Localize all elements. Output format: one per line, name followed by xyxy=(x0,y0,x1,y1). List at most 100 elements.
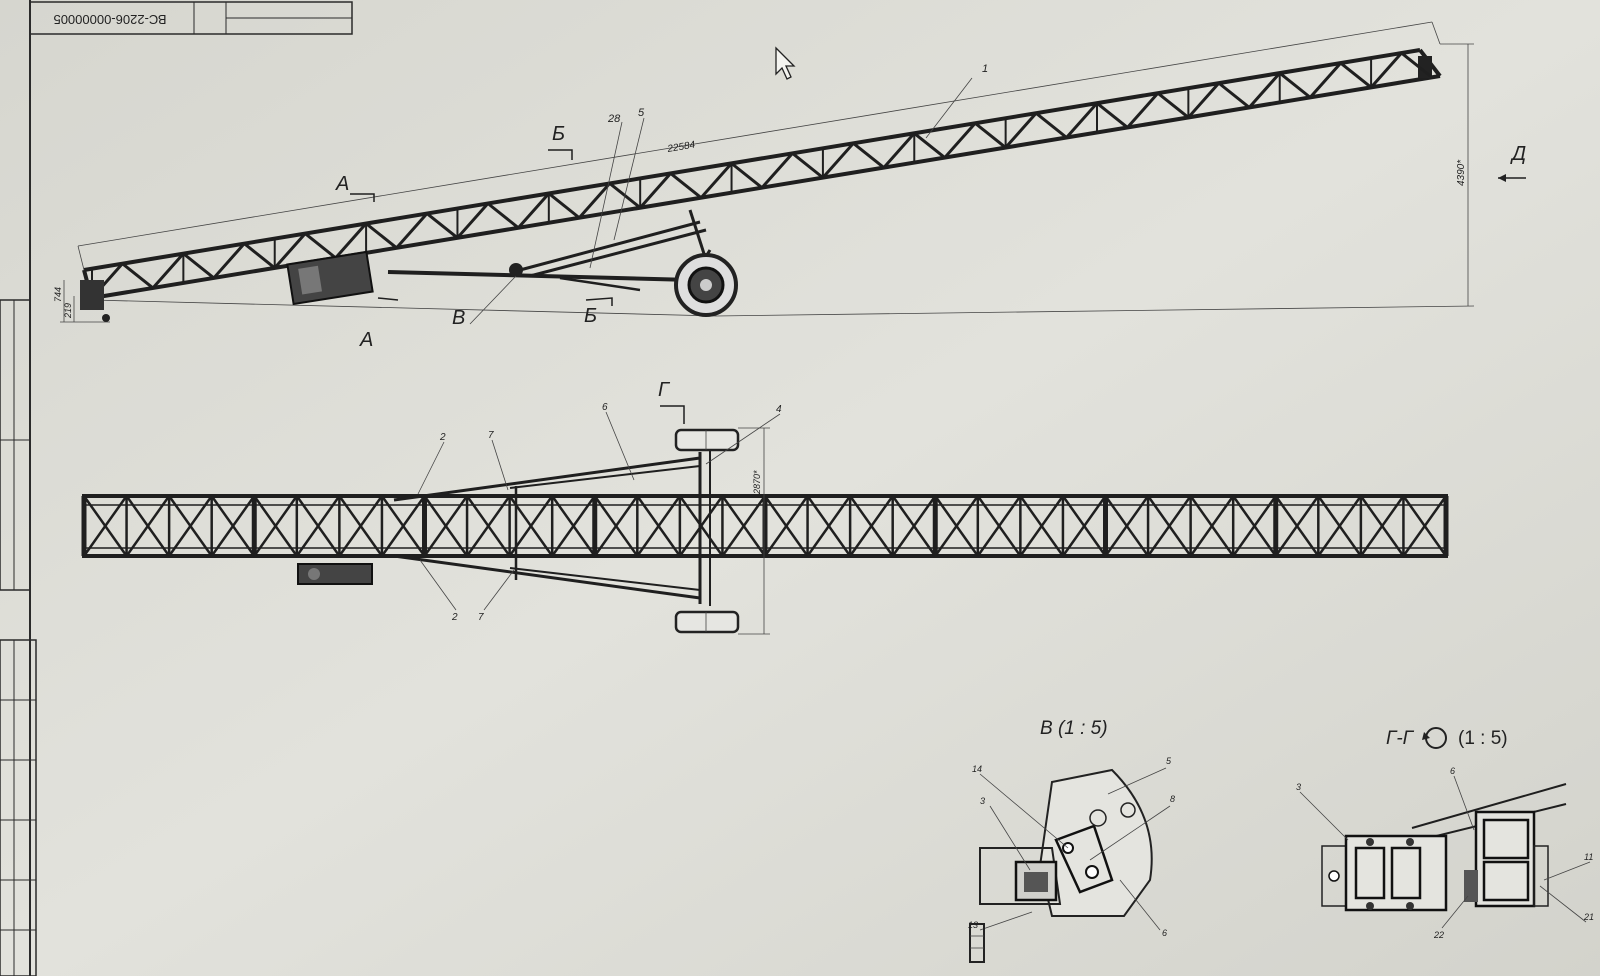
section-g-label: Г xyxy=(658,379,671,401)
side-truss xyxy=(82,48,1442,301)
dim-height: 4390* xyxy=(1456,159,1467,186)
truss-diagonal xyxy=(1248,72,1281,109)
plan-truss-brace xyxy=(593,495,639,557)
plan-callout-6: 6 xyxy=(602,402,608,413)
rotation-symbol-icon xyxy=(1422,727,1447,749)
truss-diagonal xyxy=(1187,82,1220,119)
section-g-callout-22: 22 xyxy=(1433,930,1444,940)
truss-diagonal xyxy=(699,162,733,199)
section-b-top-label: Б xyxy=(552,123,565,145)
plan-callout-2-top: 2 xyxy=(439,432,446,443)
truss-diagonal xyxy=(913,132,946,159)
truss-diagonal xyxy=(1004,112,1038,149)
plan-truss-brace xyxy=(466,495,511,557)
truss-diagonal xyxy=(365,222,398,250)
detail-v-callout-6: 6 xyxy=(1162,928,1167,938)
truss-diagonal xyxy=(760,152,794,189)
detail-v-callout-13: 13 xyxy=(968,920,978,930)
section-g-callout-11: 11 xyxy=(1584,852,1593,862)
truss-diagonal xyxy=(852,142,885,169)
plan-truss-brace xyxy=(1019,495,1064,557)
view-d-label: Д xyxy=(1510,143,1526,165)
plan-truss-brace xyxy=(1147,495,1192,557)
plan-truss-brace xyxy=(763,495,809,557)
truss-diagonal xyxy=(1217,81,1251,109)
plan-truss-brace xyxy=(168,495,213,557)
truss-diagonal xyxy=(1339,61,1373,89)
plan-truss-brace xyxy=(210,495,256,557)
detail-v-callout-5: 5 xyxy=(1166,756,1172,766)
section-a-bottom-label: А xyxy=(359,329,373,351)
truss-diagonal xyxy=(639,172,672,209)
sheet-frame xyxy=(0,0,353,976)
truss-diagonal xyxy=(151,252,185,289)
cursor-arrow-icon xyxy=(775,46,796,80)
truss-diagonal xyxy=(943,122,977,159)
section-g-callout-6: 6 xyxy=(1450,766,1455,776)
truss-diagonal xyxy=(821,142,855,179)
dim-small-2: 219 xyxy=(63,303,73,319)
truss-diagonal xyxy=(304,232,337,260)
plan-truss-brace xyxy=(338,495,383,557)
callout-1: 1 xyxy=(982,63,988,75)
truss-diagonal xyxy=(182,252,215,280)
truss-diagonal xyxy=(730,162,763,189)
dim-small-1: 744 xyxy=(53,287,63,302)
truss-diagonal xyxy=(578,182,611,219)
plan-truss-brace xyxy=(295,495,341,557)
truss-diagonal xyxy=(1400,51,1433,79)
section-g-callout-21: 21 xyxy=(1583,912,1594,922)
truss-diagonal xyxy=(1065,102,1099,139)
callout-28: 28 xyxy=(607,113,621,125)
plan-truss-brace xyxy=(1317,495,1362,557)
truss-diagonal xyxy=(791,152,824,179)
truss-diagonal xyxy=(1126,92,1160,129)
plan-truss-brace xyxy=(551,495,596,557)
section-b-bottom-label: Б xyxy=(584,305,597,327)
detail-v-title: В (1 : 5) xyxy=(1040,718,1108,739)
truss-diagonal xyxy=(212,242,246,279)
section-g-view xyxy=(1299,775,1591,929)
truss-diagonal xyxy=(456,202,490,239)
truss-diagonal xyxy=(334,222,368,259)
plan-truss-brace xyxy=(934,495,979,557)
detail-v-view xyxy=(969,767,1171,963)
plan-truss xyxy=(81,494,1449,558)
truss-diagonal xyxy=(974,122,1007,149)
plan-truss-brace xyxy=(1274,495,1320,557)
plan-truss-brace xyxy=(891,495,937,557)
plan-callout-2-bottom: 2 xyxy=(451,612,458,623)
plan-truss-brace xyxy=(1232,495,1277,557)
truss-diagonal xyxy=(1278,71,1312,99)
detail-v-callout-14: 14 xyxy=(972,764,982,774)
truss-diagonal xyxy=(243,242,276,270)
doc-number-rotated: ВС-2206-00000005 xyxy=(53,12,166,27)
plan-truss-brace xyxy=(721,495,767,557)
plan-truss-brace xyxy=(1061,495,1107,557)
plan-truss-brace xyxy=(423,495,469,557)
truss-diagonal xyxy=(1369,52,1403,89)
plan-truss-brace xyxy=(806,495,852,557)
truss-diagonal xyxy=(517,192,550,229)
side-view xyxy=(60,21,1526,325)
detail-v-label: В xyxy=(452,307,465,329)
section-g-scale: (1 : 5) xyxy=(1458,728,1508,749)
truss-diagonal xyxy=(1035,112,1068,139)
dim-length: 22584 xyxy=(666,140,697,156)
truss-diagonal xyxy=(547,192,581,219)
truss-diagonal xyxy=(273,232,307,269)
plan-truss-brace xyxy=(636,495,681,557)
plan-truss-brace xyxy=(125,495,171,557)
truss-diagonal xyxy=(121,262,154,290)
truss-diagonal xyxy=(1156,91,1190,119)
plan-truss-brace xyxy=(1189,495,1235,557)
truss-diagonal xyxy=(1096,102,1129,129)
truss-diagonal xyxy=(486,202,520,229)
section-g-callout-3: 3 xyxy=(1296,782,1301,792)
truss-diagonal xyxy=(669,172,703,199)
plan-truss-brace xyxy=(1104,495,1150,557)
plan-dim-width: 2870* xyxy=(752,470,762,495)
